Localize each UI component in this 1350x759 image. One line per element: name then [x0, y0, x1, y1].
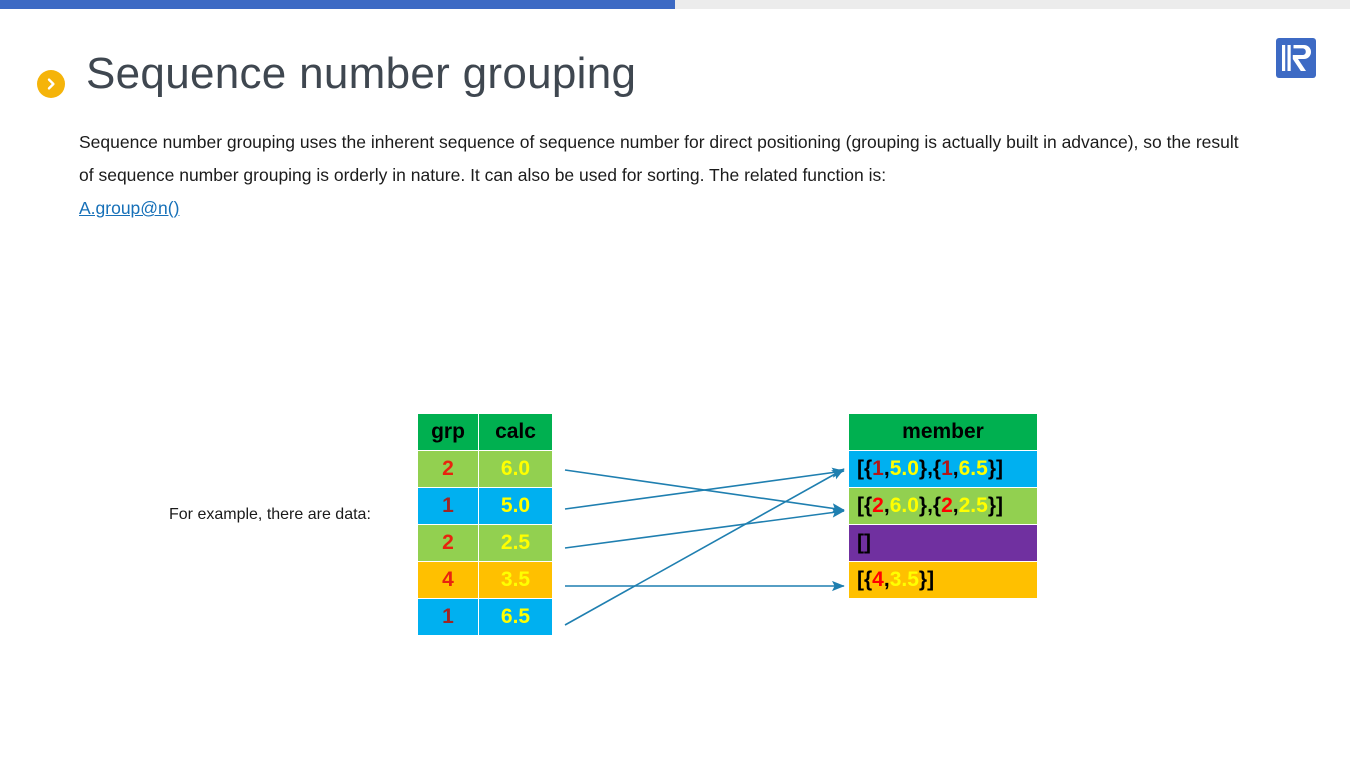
member-token: 5.0 — [889, 457, 919, 480]
member-token: 2.5 — [958, 494, 988, 517]
member-token: 2 — [872, 494, 884, 517]
result-cell-member: [{1,5.0},{1,6.5}] — [849, 451, 1037, 487]
member-token: [{ — [857, 568, 873, 591]
arrow-5 — [564, 468, 845, 626]
member-token: [{ — [857, 457, 873, 480]
arrow-1 — [564, 469, 845, 514]
column-header-member: member — [849, 414, 1037, 450]
member-token: 6.5 — [958, 457, 988, 480]
member-token: , — [952, 457, 959, 480]
slide-header: Sequence number grouping — [0, 24, 1350, 98]
member-token: [{ — [857, 494, 873, 517]
source-cell-grp: 2 — [418, 451, 478, 487]
source-cell-grp: 1 — [418, 488, 478, 524]
result-table-row: [{1,5.0},{1,6.5}] — [849, 451, 1037, 487]
member-token: 3.5 — [889, 568, 919, 591]
source-cell-calc: 3.5 — [479, 562, 552, 598]
source-cell-calc: 5.0 — [479, 488, 552, 524]
source-header-row: grp calc — [418, 414, 552, 450]
source-cell-calc: 6.5 — [479, 599, 552, 635]
result-table-row: [{4,3.5}] — [849, 562, 1037, 598]
member-token: }] — [918, 568, 935, 591]
source-cell-grp: 2 — [418, 525, 478, 561]
column-header-calc: calc — [479, 414, 552, 450]
result-cell-member: [{4,3.5}] — [849, 562, 1037, 598]
raqsoft-r-logo-icon — [1274, 36, 1318, 80]
member-token: 6.0 — [889, 494, 919, 517]
top-progress-fill — [0, 0, 675, 9]
column-header-grp: grp — [418, 414, 478, 450]
page-title: Sequence number grouping — [86, 49, 637, 98]
result-table-row: [] — [849, 525, 1037, 561]
source-cell-grp: 1 — [418, 599, 478, 635]
result-header-row: member — [849, 414, 1037, 450]
member-token: 1 — [872, 457, 884, 480]
member-token: }] — [987, 457, 1003, 480]
result-table: member [{1,5.0},{1,6.5}][{2,6.0},{2,2.5}… — [848, 413, 1038, 599]
member-token: }] — [987, 494, 1003, 517]
top-progress-bar — [0, 0, 1350, 9]
group-function-link[interactable]: A.group@n() — [79, 198, 180, 218]
source-cell-calc: 6.0 — [479, 451, 552, 487]
arrow-2 — [564, 467, 845, 510]
example-caption: For example, there are data: — [169, 506, 371, 523]
paragraph-text: Sequence number grouping uses the inhere… — [79, 132, 1239, 185]
member-token: 2 — [941, 494, 953, 517]
member-token: [] — [857, 531, 871, 554]
member-token: , — [883, 494, 890, 517]
chevron-right-circle-icon — [37, 70, 65, 98]
result-table-row: [{2,6.0},{2,2.5}] — [849, 488, 1037, 524]
member-token: 1 — [941, 457, 953, 480]
body-paragraph: Sequence number grouping uses the inhere… — [79, 126, 1239, 225]
member-token: },{ — [918, 457, 942, 480]
source-cell-calc: 2.5 — [479, 525, 552, 561]
member-token: },{ — [918, 494, 942, 517]
member-token: , — [952, 494, 959, 517]
member-token: , — [883, 568, 890, 591]
member-token: 4 — [872, 568, 884, 591]
result-cell-member: [{2,6.0},{2,2.5}] — [849, 488, 1037, 524]
arrow-3 — [564, 507, 845, 549]
result-cell-member: [] — [849, 525, 1037, 561]
member-token: , — [883, 457, 890, 480]
source-cell-grp: 4 — [418, 562, 478, 598]
